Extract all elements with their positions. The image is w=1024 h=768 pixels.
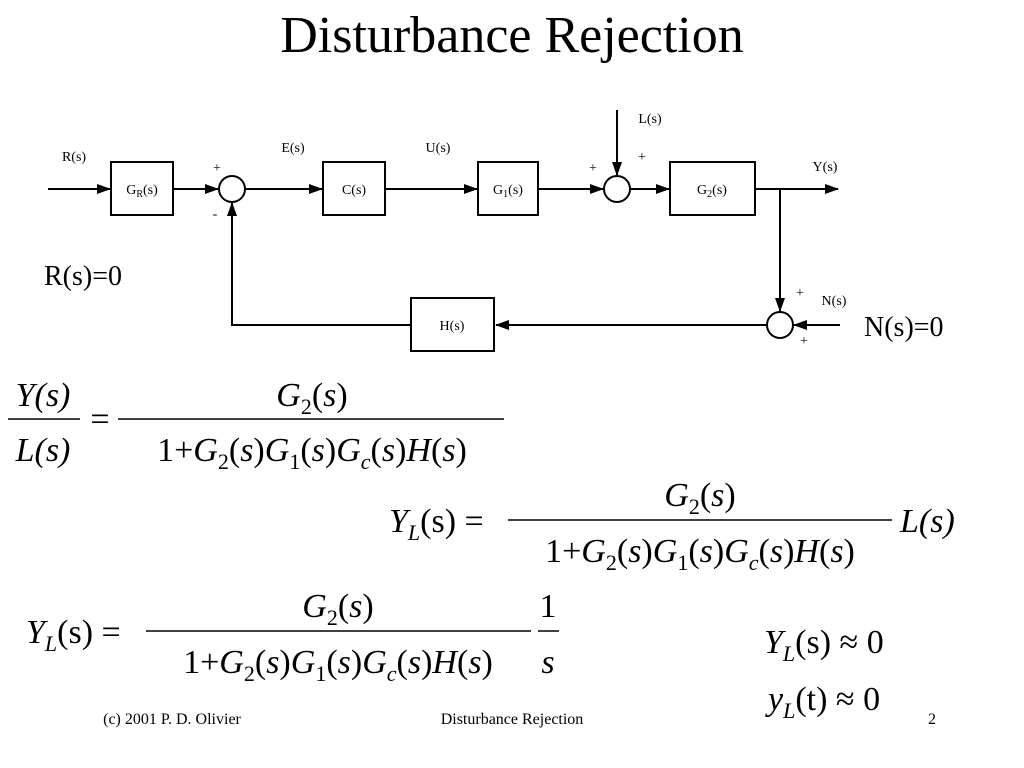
controller-label: C(s) xyxy=(342,183,366,198)
sensor-label: H(s) xyxy=(440,319,465,334)
equation-transfer-function: Y(s) L(s) = G2(s) 1+G2(s)G1(s)Gc(s)H(s) xyxy=(8,377,504,474)
eq1-lhs-numerator: Y(s) xyxy=(16,377,71,414)
sum1-minus-sign: - xyxy=(213,207,218,222)
equation-step-load-response: YL(s) = G2(s) 1+G2(s)G1(s)Gc(s)H(s) 1 s xyxy=(26,588,559,686)
block-diagram xyxy=(48,110,840,352)
controller-block xyxy=(322,161,386,216)
prefilter-block xyxy=(110,161,174,216)
eq2-denominator: 1+G2(s)G1(s)Gc(s)H(s) xyxy=(545,533,855,575)
sum2-top-plus-sign: + xyxy=(638,150,646,165)
result-laplace-domain: YL(s) ≈ 0 xyxy=(764,624,884,666)
prefilter-label: GR(s) xyxy=(126,183,158,200)
slide-title: Disturbance Rejection xyxy=(280,7,744,64)
summing-junction-1 xyxy=(218,175,246,203)
plant2-block xyxy=(669,161,756,216)
plant1-label: G1(s) xyxy=(493,183,523,200)
control-signal-label: U(s) xyxy=(426,141,451,156)
plant1-block xyxy=(477,161,539,216)
sum2-left-plus-sign: + xyxy=(589,161,597,176)
eq2-load-term: L(s) xyxy=(899,503,955,540)
result-time-domain: yL(t) ≈ 0 xyxy=(765,681,880,723)
eq3-denominator: 1+G2(s)G1(s)Gc(s)H(s) xyxy=(183,644,493,686)
sum3-top-plus-sign: + xyxy=(796,286,804,301)
eq3-step-denominator: s xyxy=(541,644,554,681)
error-signal-label: E(s) xyxy=(281,141,305,156)
summing-junction-3 xyxy=(766,311,794,339)
footer-topic: Disturbance Rejection xyxy=(441,711,584,728)
reference-zero-condition: R(s)=0 xyxy=(44,261,122,292)
summing-junction-2 xyxy=(603,175,631,203)
eq1-equals: = xyxy=(90,401,109,438)
eq3-step-numerator: 1 xyxy=(540,588,557,625)
eq1-lhs-denominator: L(s) xyxy=(15,432,71,469)
plant2-label: G2(s) xyxy=(697,183,727,200)
reference-signal-label: R(s) xyxy=(62,150,86,165)
sum3-bottom-plus-sign: + xyxy=(800,334,808,349)
feedback-path-arrow xyxy=(227,202,410,326)
sensor-block xyxy=(410,297,495,352)
eq1-denominator: 1+G2(s)G1(s)Gc(s)H(s) xyxy=(157,432,467,474)
eq2-lhs: YL(s) = xyxy=(389,503,484,545)
eq3-lhs: YL(s) = xyxy=(26,614,121,656)
eq1-numerator: G2(s) xyxy=(276,377,347,419)
footer-copyright: (c) 2001 P. D. Olivier xyxy=(103,711,241,728)
page-number: 2 xyxy=(928,711,936,728)
sum1-plus-sign: + xyxy=(213,161,221,176)
output-signal-label: Y(s) xyxy=(813,160,838,175)
eq3-numerator: G2(s) xyxy=(302,588,373,630)
load-signal-label: L(s) xyxy=(638,112,662,127)
equation-load-response: YL(s) = G2(s) 1+G2(s)G1(s)Gc(s)H(s) L(s) xyxy=(389,477,955,575)
noise-signal-label: N(s) xyxy=(822,294,847,309)
noise-zero-condition: N(s)=0 xyxy=(864,312,944,343)
eq2-numerator: G2(s) xyxy=(664,477,735,519)
